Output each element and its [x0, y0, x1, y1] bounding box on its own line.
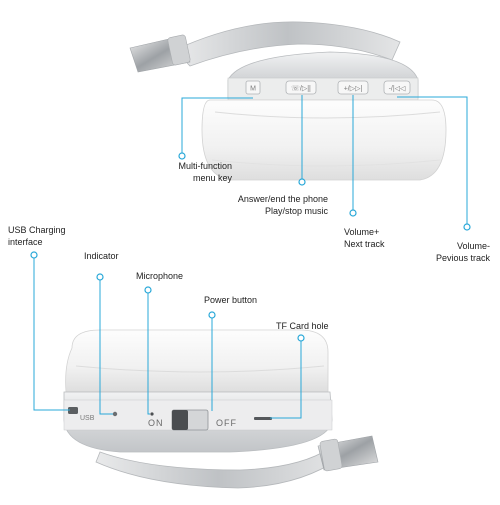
m-key[interactable]: M: [245, 80, 261, 95]
dot-tf-card: [297, 334, 305, 342]
volume-plus-key-text: +/▷▷|: [344, 86, 363, 93]
dot-usb: [30, 251, 38, 259]
bottom-cushion-crease: [75, 365, 325, 373]
label-volume-minus-line2: Pevious track: [435, 253, 490, 263]
top-cushion-crease: [214, 111, 441, 119]
bottom-band-end: [319, 438, 343, 472]
callout-line-volume-minus: [397, 96, 468, 224]
callout-dots: [30, 152, 471, 342]
label-usb-charging: USB Charging interface: [8, 224, 66, 248]
label-volume-plus: Volume+ Next track: [344, 226, 385, 250]
label-volume-plus-line1: Volume+: [344, 227, 380, 237]
label-answer-end-line1: Answer/end the phone: [237, 194, 328, 204]
dot-answer-end: [298, 178, 306, 186]
label-answer-end-line2: Play/stop music: [264, 206, 328, 216]
label-usb-charging-line2: interface: [8, 237, 43, 247]
dot-multi-function: [178, 152, 186, 160]
callout-line-indicator: [99, 280, 113, 415]
label-volume-minus: Volume- Pevious track: [412, 240, 490, 264]
bottom-earcup: USB ON OFF: [63, 329, 379, 489]
volume-minus-key-text: -/|◁◁: [389, 86, 406, 93]
top-headband: [174, 21, 401, 67]
label-tf-card: TF Card hole: [276, 321, 329, 331]
label-answer-end: Answer/end the phone Play/stop music: [208, 193, 328, 217]
top-cushion: [201, 99, 447, 181]
callout-line-usb: [33, 258, 70, 411]
top-band-end: [167, 34, 191, 66]
off-text: OFF: [216, 418, 237, 428]
label-indicator: Indicator: [84, 251, 119, 261]
power-switch-knob[interactable]: [172, 410, 188, 430]
label-power-button: Power button: [204, 295, 258, 305]
bottom-cushion: [65, 329, 329, 393]
callout-line-microphone: [147, 293, 150, 415]
label-usb-charging-line1: USB Charging: [8, 225, 66, 235]
top-cushion-crease-2: [211, 159, 441, 167]
label-volume-plus-line2: Next track: [344, 239, 385, 249]
dot-microphone: [144, 286, 152, 294]
callout-line-tf: [270, 341, 302, 419]
label-volume-minus-line1: Volume-: [456, 241, 490, 251]
label-multi-function-line2: menu key: [192, 173, 232, 183]
dot-power: [208, 311, 216, 319]
indicator-led: [112, 411, 118, 417]
usb-text: USB: [80, 415, 95, 422]
phone-key-text: ☏/▷||: [291, 85, 311, 93]
volume-plus-key[interactable]: +/▷▷|: [337, 80, 369, 95]
volume-minus-key[interactable]: -/|◁◁: [383, 80, 411, 95]
tf-card-slot[interactable]: [254, 417, 272, 420]
phone-key[interactable]: ☏/▷||: [285, 80, 317, 95]
m-key-text: M: [250, 86, 256, 93]
dot-indicator: [96, 273, 104, 281]
label-multi-function: Multi-function menu key: [132, 160, 232, 184]
usb-port[interactable]: [68, 407, 78, 414]
label-microphone: Microphone: [136, 271, 184, 281]
dot-volume-minus: [463, 223, 471, 231]
dot-volume-plus: [349, 209, 357, 217]
on-text: ON: [148, 418, 164, 428]
microphone-hole: [150, 412, 154, 416]
bottom-headband: [95, 447, 341, 489]
callouts: [33, 95, 468, 419]
callout-line-multi-function: [181, 97, 253, 153]
top-earcup: M ☏/▷|| +/▷▷| -/|◁◁: [129, 21, 447, 181]
label-multi-function-line1: Multi-function: [178, 161, 232, 171]
